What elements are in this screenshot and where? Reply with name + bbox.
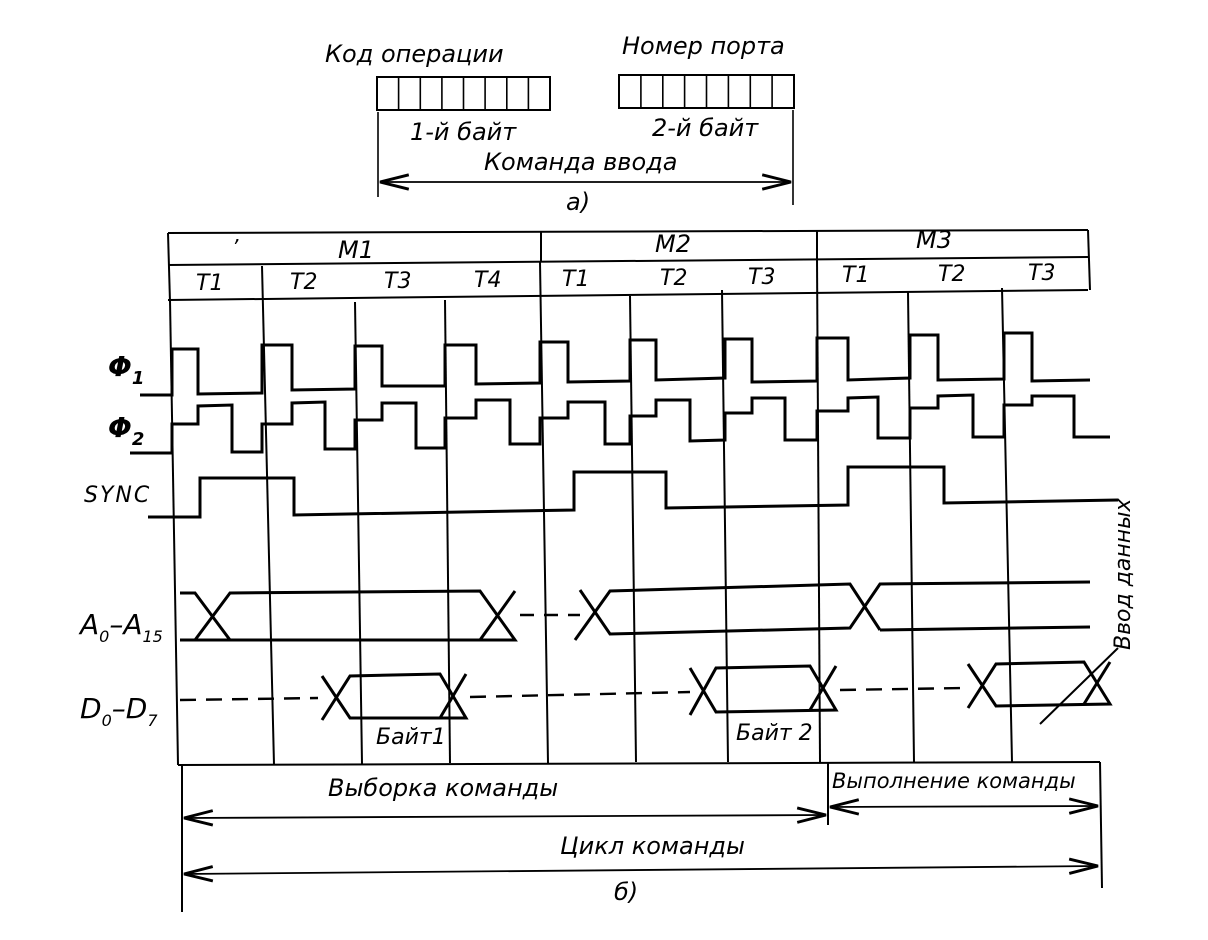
byte1-label: 1-й байт — [410, 118, 517, 146]
cycle-label: Цикл команды — [560, 832, 745, 860]
signal-labels: Φ1 Φ2 SYNC A0–A15 D0–D7 — [78, 350, 163, 730]
cycle-arrow — [183, 857, 1099, 883]
byte2-bus-label: Байт 2 — [736, 721, 813, 746]
m3-label: M3 — [916, 226, 952, 254]
address-bus-label: A0–A15 — [78, 608, 163, 646]
m1-label: M1 — [338, 236, 374, 264]
fetch-label: Выборка команды — [328, 774, 558, 802]
m1-t3-label: T3 — [384, 269, 411, 294]
execute-label: Выполнение команды — [832, 769, 1076, 793]
m2-label: M2 — [655, 230, 691, 258]
m2-t3-label: T3 — [748, 265, 775, 290]
sync-label: SYNC — [84, 483, 151, 508]
m3-t2-label: T2 — [938, 262, 965, 287]
part-b-caption: б) — [614, 878, 638, 906]
m1-t4-label: T4 — [474, 268, 501, 293]
svg-text:’: ’ — [232, 235, 239, 259]
phi2-waveform — [130, 393, 1110, 455]
m1-t2-label: T2 — [290, 270, 317, 295]
port-label: Номер порта — [622, 32, 785, 60]
byte2-register — [618, 74, 795, 109]
sync-waveform — [148, 465, 1119, 519]
cycle-header: ’ M1 M2 M3 T1 T2 T3 T4 T1 T2 T3 T1 T2 T3 — [167, 226, 1091, 303]
t-state-grid — [169, 258, 1013, 766]
t-boundary-line-7 — [816, 258, 821, 763]
execute-arrow — [829, 797, 1099, 816]
phi1-label: Φ1 — [108, 350, 144, 389]
m2-t2-label: T2 — [660, 266, 687, 291]
part-a-caption: а) — [566, 188, 590, 216]
t-boundary-line-6 — [721, 289, 729, 763]
phi2-label: Φ2 — [108, 411, 144, 450]
address-bus-waveform — [180, 580, 1091, 642]
byte1-bus-label: Байт1 — [376, 725, 446, 750]
phase-span: Выборка команды Выполнение команды Цикл … — [181, 761, 1103, 912]
data-input-label: Ввод данных — [1111, 497, 1136, 650]
t-boundary-line-4 — [539, 261, 549, 764]
instruction-format: Код операции Номер порта 1-й байт 2-й ба… — [325, 32, 795, 216]
phi1-waveform — [140, 331, 1091, 397]
data-bus-label: D0–D7 — [80, 692, 158, 730]
byte1-register — [376, 76, 551, 111]
opcode-label: Код операции — [325, 40, 504, 68]
m3-t3-label: T3 — [1028, 261, 1055, 286]
byte2-label: 2-й байт — [652, 114, 759, 142]
m3-t1-label: T1 — [842, 263, 869, 288]
t-boundary-line-1 — [261, 265, 275, 766]
m2-t1-label: T1 — [562, 267, 589, 292]
command-label: Команда ввода — [484, 148, 677, 176]
fetch-arrow — [183, 806, 827, 827]
data-bus-waveform — [179, 647, 1119, 725]
m1-t1-label: T1 — [196, 271, 223, 296]
